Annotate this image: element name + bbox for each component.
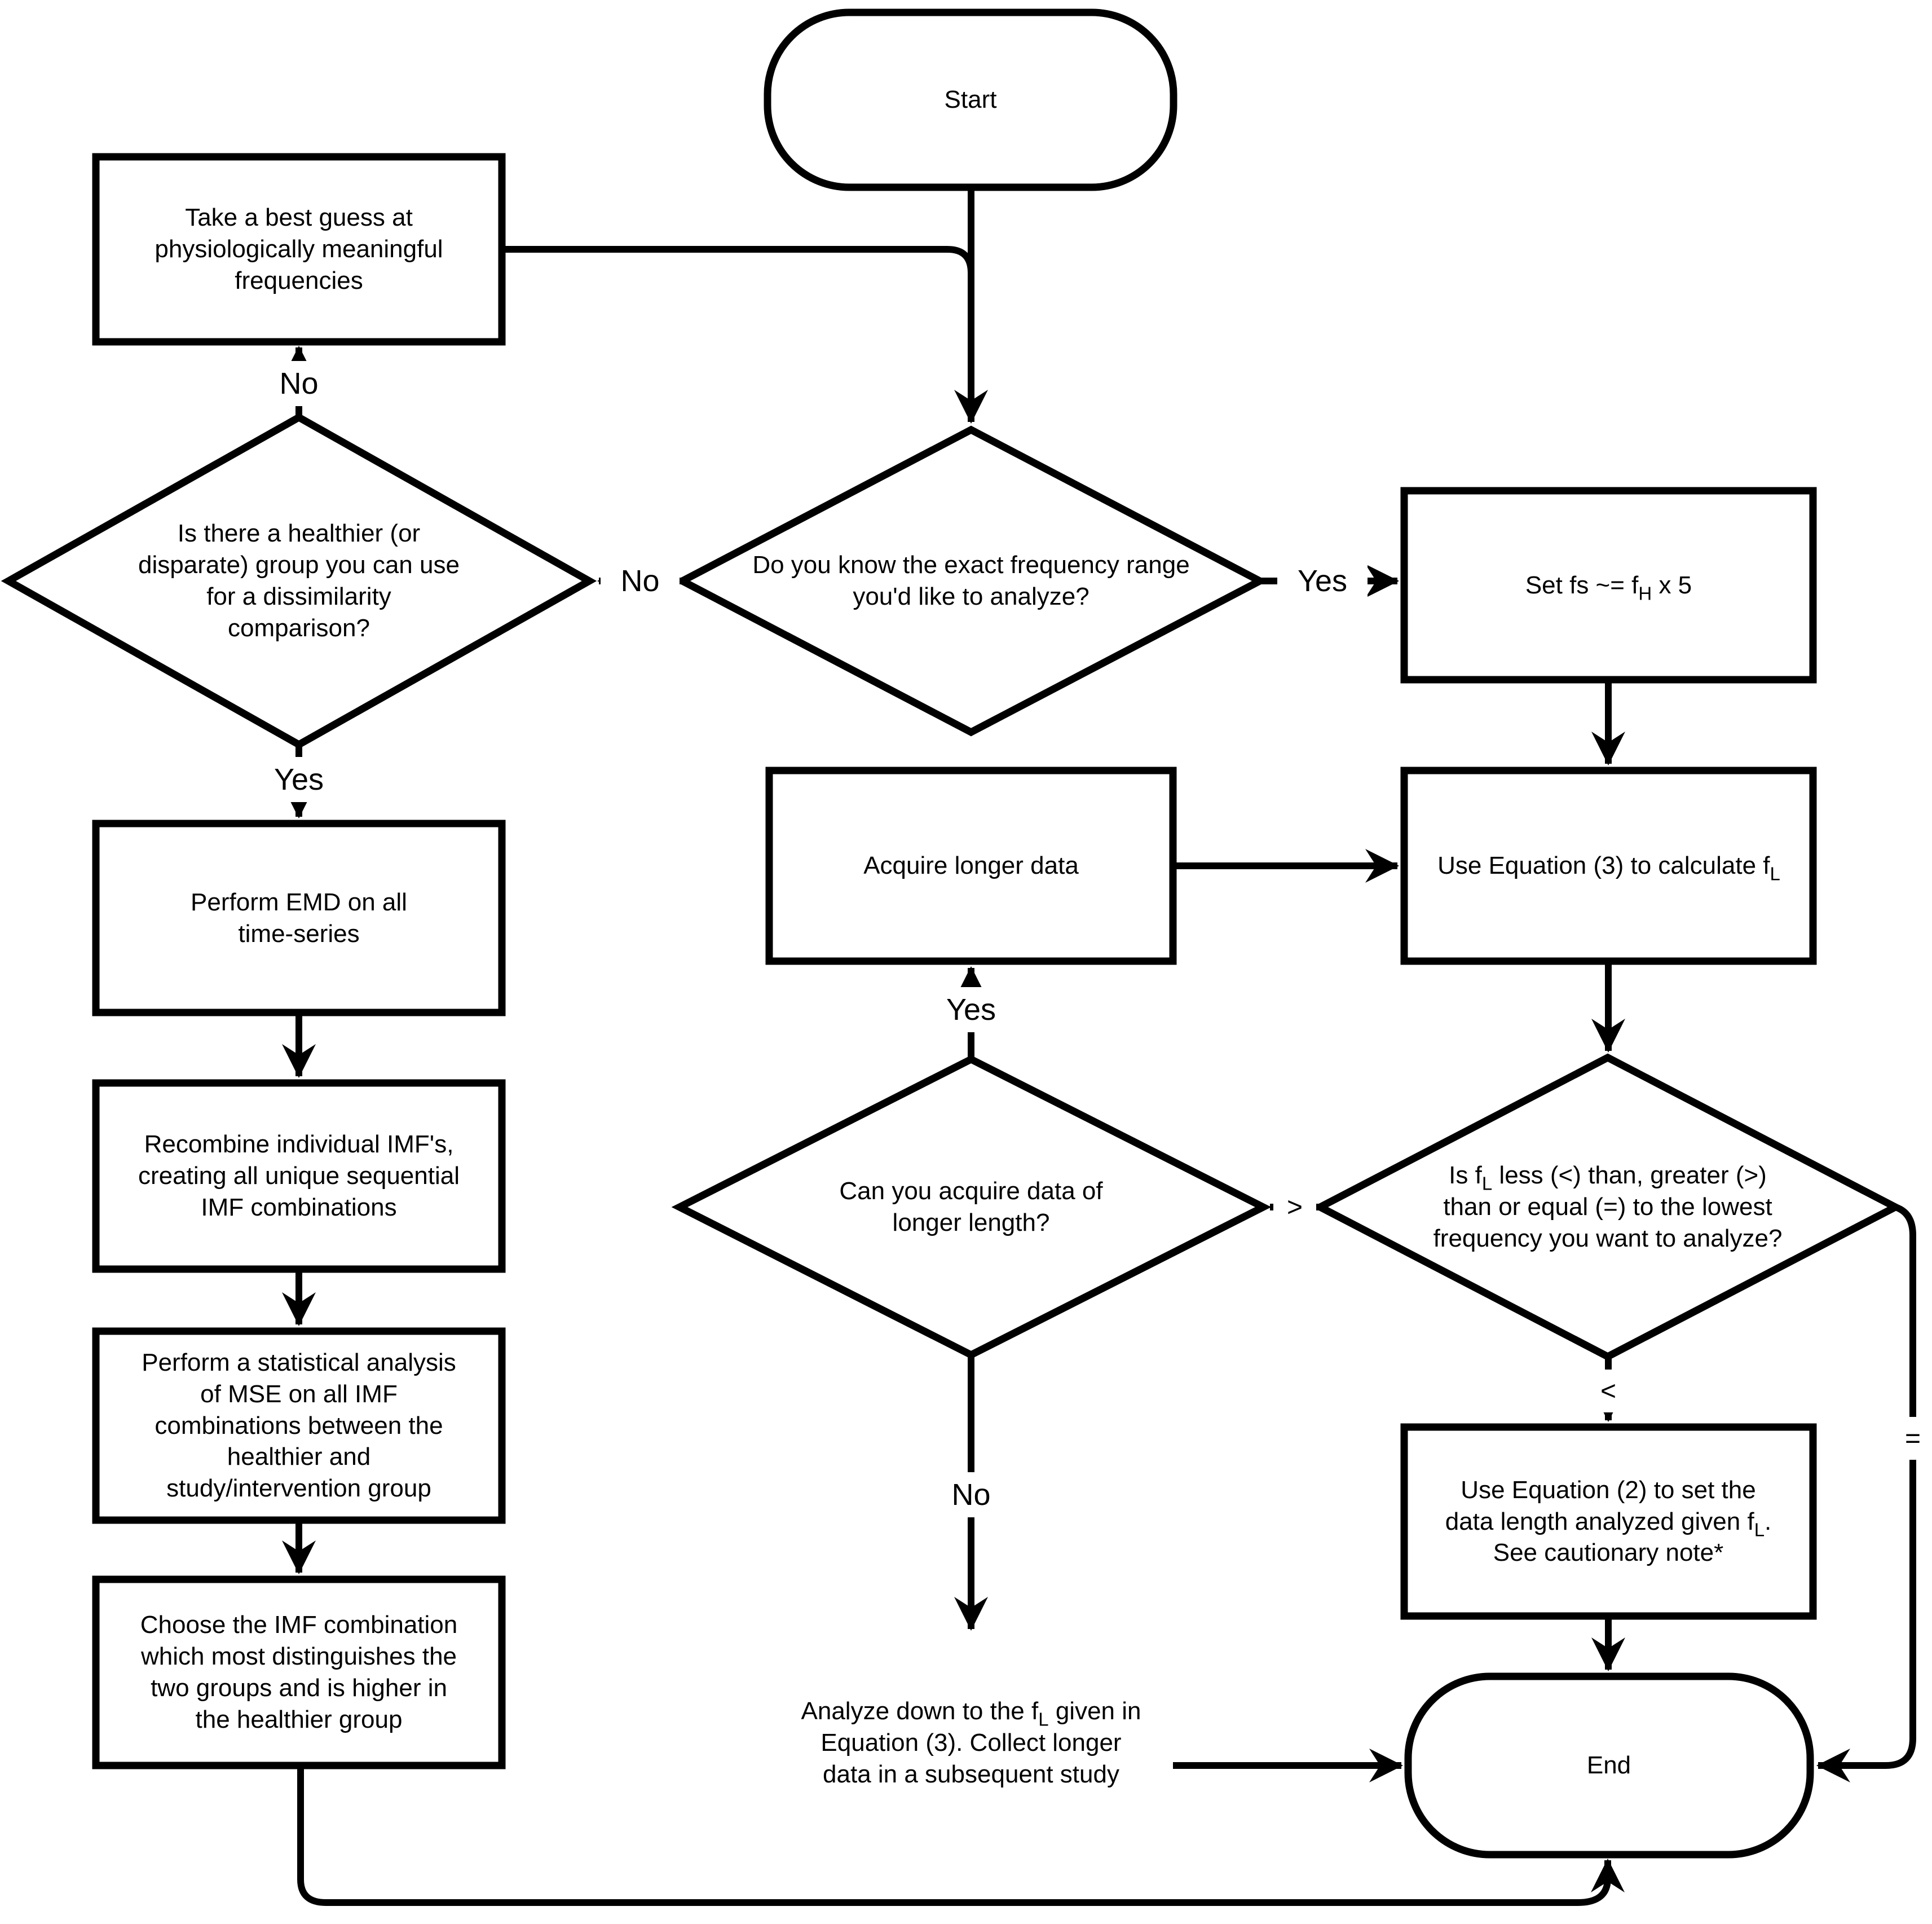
- analyze-down-label: Analyze down to the fL given in Equation…: [801, 1697, 1141, 1788]
- node-frequency-range-decision: [674, 425, 1268, 737]
- node-recombine-imfs: [92, 1079, 506, 1273]
- mse-analysis-label: Perform a statistical analysis of MSE on…: [142, 1348, 456, 1503]
- edge-label-less-than: <: [1587, 1370, 1630, 1412]
- node-acquire-data-decision: [671, 1055, 1272, 1359]
- node-fl-comparison-decision: [1312, 1053, 1904, 1361]
- node-start: [764, 8, 1177, 191]
- node-perform-emd: [92, 820, 506, 1016]
- edge-guess-to-main: [502, 246, 974, 274]
- node-set-fs: [1400, 487, 1817, 684]
- edge-label-equal: =: [1894, 1417, 1932, 1460]
- perform-emd-label: Perform EMD on all time-series: [191, 888, 407, 948]
- start-label: Start: [944, 86, 997, 114]
- edge-choose-to-end: [297, 1765, 1625, 1906]
- node-mse-analysis: [92, 1327, 506, 1524]
- edge-equal-bypass: [1816, 1204, 1916, 1782]
- set-fs-label: Set fs ~= fH x 5: [1525, 571, 1692, 604]
- healthier-group-decision-label: Is there a healthier (or disparate) grou…: [138, 519, 460, 642]
- node-guess-frequencies: [92, 153, 506, 346]
- edge-label-no-to-analyze: No: [932, 1472, 1011, 1517]
- fl-comparison-decision-label: Is fL less (<) than, greater (>) than or…: [1433, 1161, 1783, 1252]
- node-choose-imf-combination: [92, 1575, 506, 1769]
- frequency-range-decision-label: Do you know the exact frequency range yo…: [752, 551, 1190, 610]
- guess-frequencies-label: Take a best guess at physiologically mea…: [155, 204, 443, 294]
- edge-label-no-between-decisions: No: [601, 558, 680, 604]
- choose-imf-combination-label: Choose the IMF combination which most di…: [140, 1611, 458, 1733]
- acquire-data-decision-label: Can you acquire data of longer length?: [839, 1177, 1103, 1236]
- node-healthier-group-decision: [1, 413, 597, 749]
- node-acquire-longer-data: [765, 767, 1177, 965]
- edge-label-yes-to-acquire: Yes: [926, 987, 1016, 1032]
- edge-label-no-to-guess: No: [265, 361, 333, 406]
- use-equation-2-label: Use Equation (2) to set the data length …: [1445, 1476, 1772, 1567]
- edge-label-yes-to-emd: Yes: [254, 757, 344, 802]
- edge-label-yes-to-set-fs: Yes: [1277, 558, 1368, 604]
- acquire-longer-data-label: Acquire longer data: [863, 852, 1079, 880]
- node-use-equation-2: [1400, 1423, 1817, 1620]
- end-label: End: [1586, 1751, 1631, 1780]
- edge-label-greater-than: >: [1273, 1186, 1316, 1229]
- use-equation-3-label: Use Equation (3) to calculate fL: [1437, 852, 1780, 884]
- node-use-equation-3: [1400, 767, 1817, 965]
- node-end: [1404, 1672, 1814, 1859]
- recombine-imfs-label: Recombine individual IMF's, creating all…: [138, 1130, 460, 1221]
